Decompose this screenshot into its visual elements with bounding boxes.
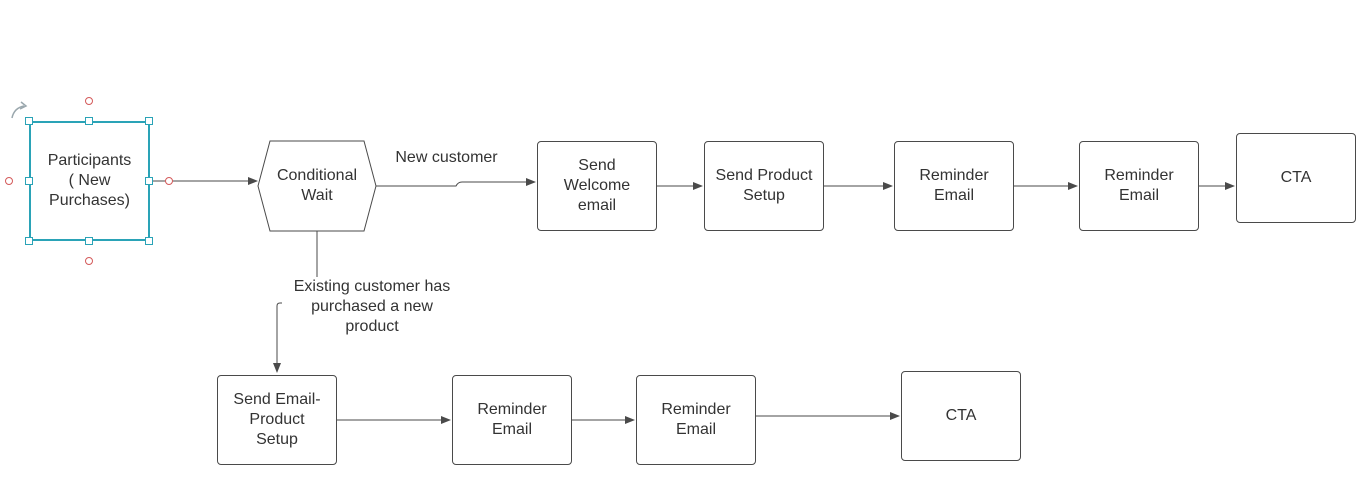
connection-point-right[interactable] — [165, 177, 173, 185]
edge-label-new-customer: New customer — [390, 148, 503, 168]
bottom-cta-node[interactable]: CTA — [901, 371, 1021, 461]
send-welcome-email-node[interactable]: Send Welcome email — [537, 141, 657, 231]
top-reminder-email-1-node[interactable]: Reminder Email — [894, 141, 1014, 231]
conditional-wait-label: Conditional Wait — [276, 167, 358, 204]
bottom-reminder-email-2-node[interactable]: Reminder Email — [636, 375, 756, 465]
connection-point-left[interactable] — [5, 177, 13, 185]
top-cta-label: CTA — [1280, 169, 1312, 186]
participants-label: Participants ( New Purchases) — [47, 152, 132, 209]
send-welcome-email-label: Send Welcome email — [563, 157, 631, 214]
participants-node[interactable]: Participants ( New Purchases) — [29, 121, 150, 241]
top-reminder-email-1-label: Reminder Email — [919, 167, 989, 204]
resize-handle-top-right[interactable] — [145, 117, 153, 125]
resize-handle-left[interactable] — [25, 177, 33, 185]
send-email-product-setup-label: Send Email- Product Setup — [233, 391, 321, 448]
resize-handle-right[interactable] — [145, 177, 153, 185]
send-product-setup-label: Send Product Setup — [715, 167, 813, 204]
bottom-reminder-email-2-label: Reminder Email — [661, 401, 731, 438]
resize-handle-bottom-left[interactable] — [25, 237, 33, 245]
resize-handle-top-left[interactable] — [25, 117, 33, 125]
bottom-reminder-email-1-node[interactable]: Reminder Email — [452, 375, 572, 465]
rotate-handle-icon[interactable] — [11, 105, 25, 119]
resize-handle-bottom[interactable] — [85, 237, 93, 245]
send-product-setup-node[interactable]: Send Product Setup — [704, 141, 824, 231]
bottom-reminder-email-1-label: Reminder Email — [477, 401, 547, 438]
rotate-arrowhead-icon — [19, 101, 28, 110]
top-reminder-email-2-label: Reminder Email — [1104, 167, 1174, 204]
conditional-wait-shape[interactable] — [257, 140, 377, 232]
connection-point-top[interactable] — [85, 97, 93, 105]
bottom-cta-label: CTA — [945, 407, 977, 424]
connection-point-bottom[interactable] — [85, 257, 93, 265]
edge-label-existing-customer: Existing customer has purchased a new pr… — [282, 277, 462, 337]
send-email-product-setup-node[interactable]: Send Email- Product Setup — [217, 375, 337, 465]
top-reminder-email-2-node[interactable]: Reminder Email — [1079, 141, 1199, 231]
edge-wait-to-welcome[interactable] — [376, 178, 536, 187]
conditional-wait-node[interactable]: Conditional Wait — [258, 141, 376, 231]
resize-handle-bottom-right[interactable] — [145, 237, 153, 245]
resize-handle-top[interactable] — [85, 117, 93, 125]
top-cta-node[interactable]: CTA — [1236, 133, 1356, 223]
